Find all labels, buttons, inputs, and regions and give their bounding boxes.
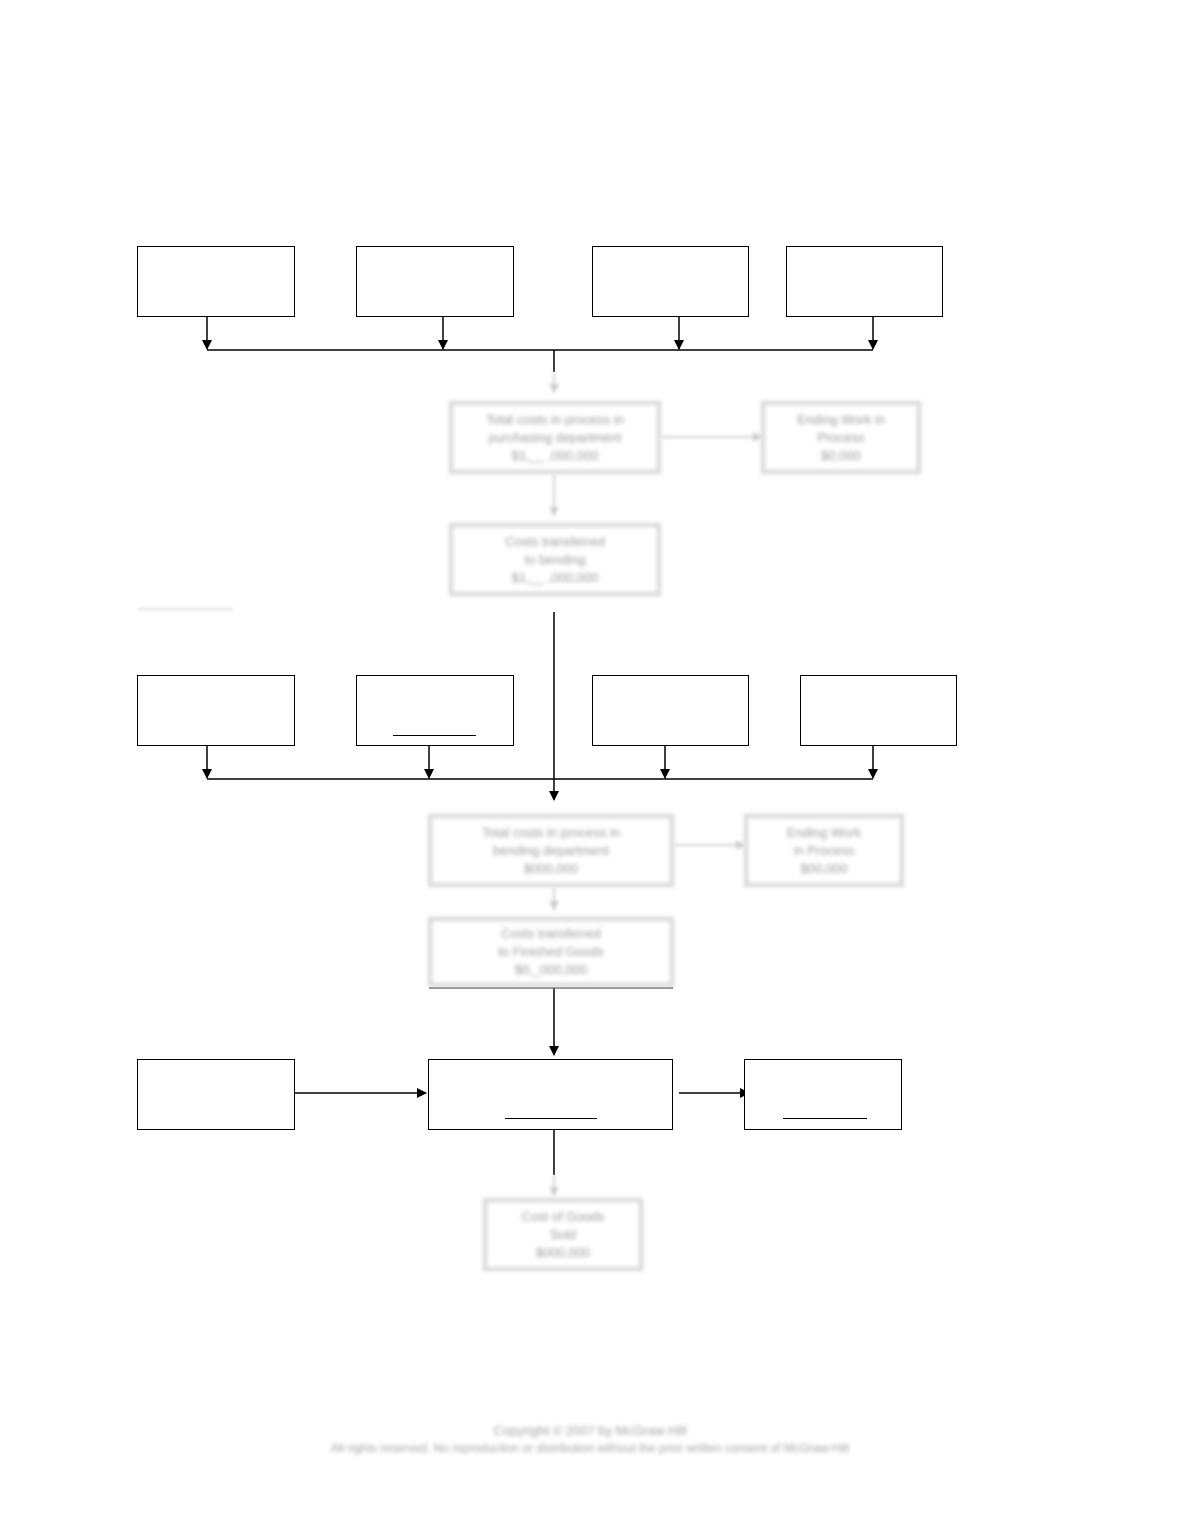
box-text: Total costs in process in	[481, 824, 620, 840]
input-box-5[interactable]	[137, 675, 295, 746]
input-box-4[interactable]	[786, 246, 943, 317]
box-text: $00,000	[800, 860, 848, 876]
transferred-to-finished-goods-box: Costs transferred to Finished Goods $0,_…	[428, 917, 674, 987]
input-box-2[interactable]	[356, 246, 514, 317]
input-box-1[interactable]	[137, 246, 295, 317]
transferred-to-bending-box: Costs transferred to bending $1,__ ,000,…	[449, 523, 661, 596]
input-box-8[interactable]	[800, 675, 957, 746]
box-text: $000,000	[535, 1244, 591, 1260]
ending-wip-box-1: Ending Work in Process $0,000	[761, 401, 921, 474]
box-text: $0,_000,000	[514, 962, 588, 977]
rights-line: All rights reserved. No reproduction or …	[330, 1441, 850, 1455]
answer-blank[interactable]	[393, 735, 476, 736]
faint-mark	[138, 608, 233, 610]
box-text: Costs transferred	[505, 533, 605, 549]
copyright-line: Copyright © 2007 by McGraw-Hill	[493, 1423, 687, 1438]
answer-blank[interactable]	[505, 1118, 597, 1119]
box-text: $1,__ ,000,000	[511, 447, 599, 463]
answer-blank[interactable]	[783, 1118, 867, 1119]
purchasing-process-box: Total costs in process in purchasing dep…	[449, 401, 661, 474]
box-text: Costs transferred	[501, 926, 601, 941]
cost-of-goods-sold-box: Cost of Goods Sold $000,000	[483, 1198, 643, 1271]
ending-wip-box-2: Ending Work in Process $00,000	[744, 814, 904, 887]
box-text: Ending Work in	[797, 411, 885, 427]
box-text: in Process	[793, 842, 855, 858]
box-text: $000,000	[523, 860, 579, 876]
box-text: Total costs in process in	[485, 411, 624, 427]
input-box-7[interactable]	[592, 675, 749, 746]
box-text: to Finished Goods	[498, 944, 604, 959]
finished-goods-box[interactable]	[428, 1059, 673, 1130]
input-box-3[interactable]	[592, 246, 749, 317]
bending-process-box: Total costs in process in bending depart…	[428, 814, 674, 887]
box-text: to bending	[524, 551, 586, 567]
box-text: purchasing department	[488, 429, 622, 445]
box-text: $1,__ ,000,000	[511, 569, 599, 585]
box-text: bending department	[493, 842, 609, 858]
ending-finished-goods-box[interactable]	[744, 1059, 902, 1130]
box-text: Ending Work	[786, 824, 862, 840]
box-text: Cost of Goods	[521, 1208, 605, 1224]
box-text: $0,000	[821, 447, 861, 463]
box-text: Sold	[549, 1226, 577, 1242]
input-box-6[interactable]	[356, 675, 514, 746]
box-text: Process	[817, 429, 865, 445]
input-box-9[interactable]	[137, 1059, 295, 1130]
